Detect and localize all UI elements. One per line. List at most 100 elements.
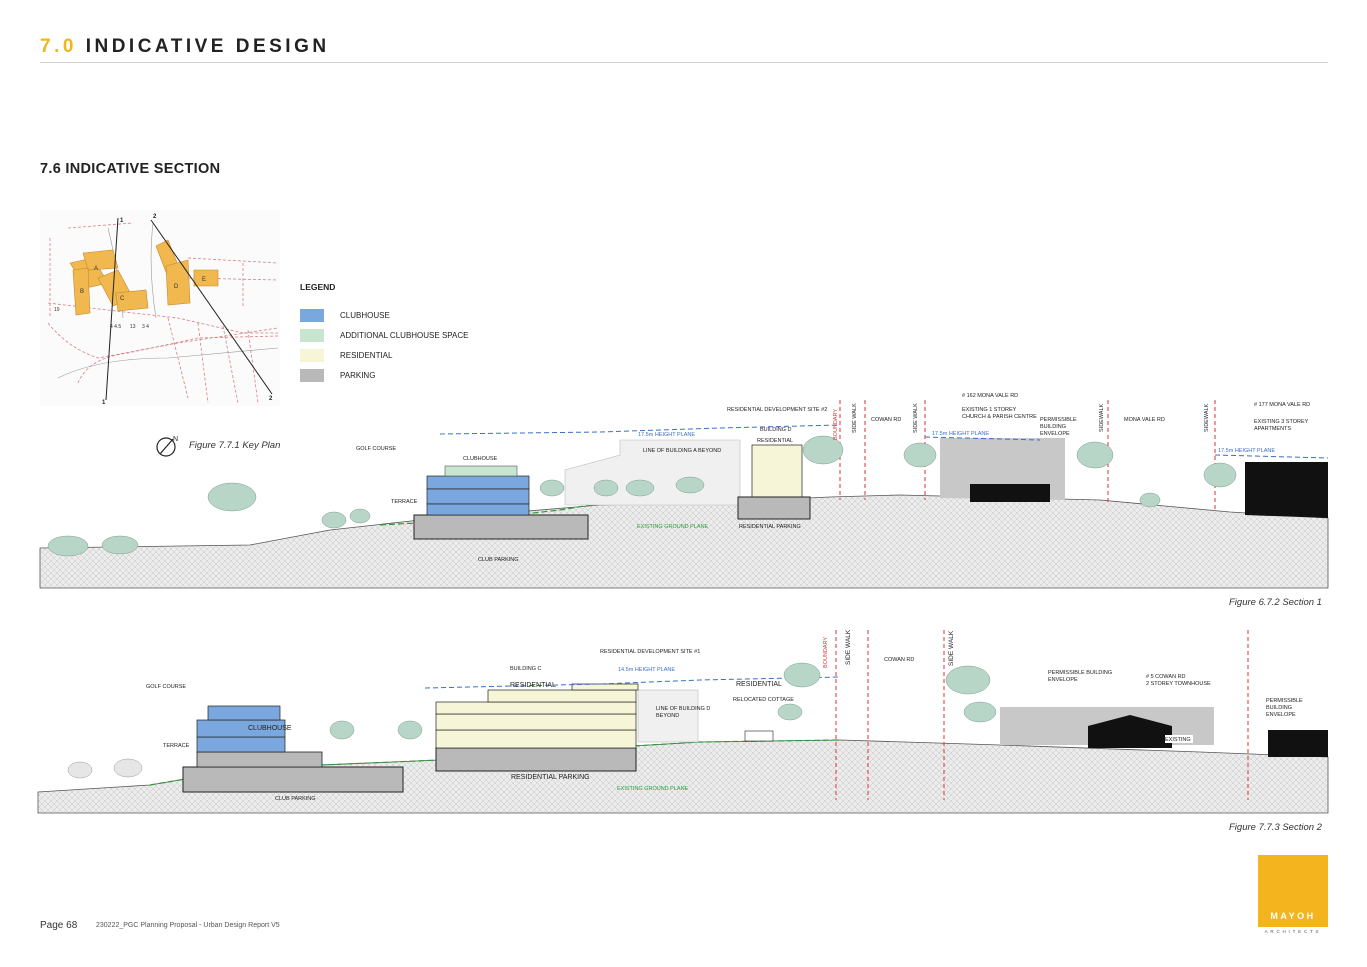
page-number: Page 68 [40, 920, 78, 931]
legend-label: ADDITIONAL CLUBHOUSE SPACE [340, 330, 469, 340]
legend-title: LEGEND [300, 282, 336, 292]
label-height-plane: 17.5m HEIGHT PLANE [638, 432, 695, 438]
label-perm-env-2: ENVELOPE [1048, 677, 1078, 683]
relocated-cottage [744, 730, 774, 742]
legend-swatch-clubhouse [300, 308, 324, 322]
label-res-site: RESIDENTIAL DEVELOPMENT SITE #1 [600, 649, 700, 655]
label-cowan-rd: COWAN RD [871, 417, 901, 423]
label-side-walk: SIDE WALK [852, 403, 858, 433]
label-church: EXISTING 1 STOREY [962, 407, 1017, 413]
section-marker: 2 [269, 396, 273, 402]
residential-parking-block [435, 747, 637, 772]
legend-swatch-residential [300, 348, 324, 362]
logo-subtitle: ARCHITECTS [1264, 929, 1322, 934]
label-clubhouse: CLUBHOUSE [248, 725, 292, 732]
label-perm-env: BUILDING [1040, 424, 1066, 430]
label-perm-env-b-3: ENVELOPE [1266, 712, 1296, 718]
label-boundary: BOUNDARY [833, 409, 839, 440]
block-label: A [94, 266, 98, 272]
legend-swatch-additional [300, 328, 324, 342]
legend-label: PARKING [340, 370, 376, 380]
label-apartments-2: APARTMENTS [1254, 426, 1291, 432]
section-marker: 2 [153, 214, 157, 220]
clubhouse-level [207, 705, 281, 721]
label-residential: RESIDENTIAL [757, 438, 793, 444]
legend: LEGEND CLUBHOUSE ADDITIONAL CLUBHOUSE SP… [300, 282, 468, 385]
north-arrow-icon: N [156, 436, 178, 457]
label-cowan-rd: COWAN RD [884, 657, 914, 663]
label-perm-env-b-2: BUILDING [1266, 705, 1292, 711]
existing-apartments [1245, 462, 1328, 518]
key-plan-buildings [69, 239, 219, 316]
label-club-parking: CLUB PARKING [478, 557, 519, 563]
north-label: N [173, 436, 178, 443]
section-title: INDICATIVE DESIGN [85, 36, 330, 57]
legend-item: ADDITIONAL CLUBHOUSE SPACE [300, 325, 468, 345]
label-relocated-cottage: RELOCATED COTTAGE [733, 697, 794, 703]
header-rule [40, 62, 1328, 63]
clubhouse-level [426, 488, 530, 505]
section-number: 7.0 [40, 36, 77, 57]
label-golf-course: GOLF COURSE [146, 684, 186, 690]
clubhouse-level [196, 736, 286, 753]
label-residential-c: RESIDENTIAL [510, 682, 556, 689]
legend-item: CLUBHOUSE [300, 305, 468, 325]
key-plan-caption: Figure 7.7.1 Key Plan [189, 440, 281, 451]
height-plane-line [424, 676, 841, 689]
section-marker: 1 [120, 218, 124, 224]
label-apartments: EXISTING 3 STOREY [1254, 419, 1309, 425]
subsection-title: 7.6 INDICATIVE SECTION [40, 161, 221, 177]
legend-swatch-parking [300, 368, 324, 382]
section-1-drawing: GOLF COURSE TERRACE CLUBHOUSE CLUB PARKI… [39, 393, 1329, 589]
label-height-plane: 17.5m HEIGHT PLANE [932, 431, 989, 437]
block-label: E [202, 277, 206, 283]
legend-label: CLUBHOUSE [340, 310, 390, 320]
building-d-residential [751, 444, 803, 498]
section-1-caption: Figure 6.7.2 Section 1 [1229, 597, 1322, 608]
label-mona-vale: MONA VALE RD [1124, 417, 1165, 423]
existing-townhouse [1088, 715, 1172, 748]
label-church-2: CHURCH & PARISH CENTRE [962, 414, 1037, 420]
label-existing-ground: EXISTING GROUND PLANE [637, 524, 709, 530]
block-label: D [174, 284, 179, 290]
club-parking-block [182, 766, 404, 793]
section-2-drawing: GOLF COURSE TERRACE CLUBHOUSE CLUB PARKI… [37, 629, 1329, 814]
label-line-building-a: LINE OF BUILDING A BEYOND [643, 448, 721, 454]
label-height-plane: 17.5m HEIGHT PLANE [1218, 448, 1275, 454]
label-terrace: TERRACE [391, 499, 418, 505]
label-sidewalk: SIDEWALK [1204, 403, 1210, 432]
legend-item: RESIDENTIAL [300, 345, 468, 365]
mayoh-logo: MAYOH [1258, 855, 1328, 927]
section-2-labels: GOLF COURSE TERRACE CLUBHOUSE CLUB PARKI… [146, 629, 1303, 802]
section-2-trees [67, 662, 997, 779]
height-plane-line [439, 424, 841, 435]
height-plane-line [1214, 454, 1329, 459]
label-perm-env-b: PERMISSIBLE [1266, 698, 1303, 704]
existing-label-box [1165, 735, 1193, 743]
label-building-d: BUILDING D [760, 427, 792, 433]
additional-clubhouse-space [444, 465, 518, 477]
building-d-beyond [637, 689, 699, 743]
label-townhouse: 2 STOREY TOWNHOUSE [1146, 681, 1211, 687]
dim-label: 13 [130, 324, 136, 330]
label-perm-env: ENVELOPE [1040, 431, 1070, 437]
logo-text: MAYOH [1270, 911, 1316, 921]
height-plane-line [924, 436, 1041, 441]
label-clubhouse: CLUBHOUSE [463, 456, 498, 462]
label-club-parking: CLUB PARKING [275, 796, 316, 802]
label-perm-env: PERMISSIBLE BUILDING [1048, 670, 1112, 676]
label-residential-parking: RESIDENTIAL PARKING [739, 524, 801, 530]
club-parking-block [413, 514, 589, 540]
section-2-caption: Figure 7.7.3 Section 2 [1229, 822, 1322, 833]
residential-parking-block [737, 496, 811, 520]
dim-label: 4 4.5 [110, 324, 121, 330]
label-res-site: RESIDENTIAL DEVELOPMENT SITE #2 [727, 407, 827, 413]
section-1-ground [39, 494, 1329, 589]
label-cowan-5: # 5 COWAN RD [1146, 674, 1186, 680]
legend-item: PARKING [300, 365, 468, 385]
label-golf-course: GOLF COURSE [356, 446, 396, 452]
label-mona-162: # 162 MONA VALE RD [962, 393, 1018, 399]
label-sidewalk: SIDEWALK [1099, 403, 1105, 432]
dim-label: 19 [54, 307, 60, 313]
key-plan-boundaries [47, 222, 279, 404]
